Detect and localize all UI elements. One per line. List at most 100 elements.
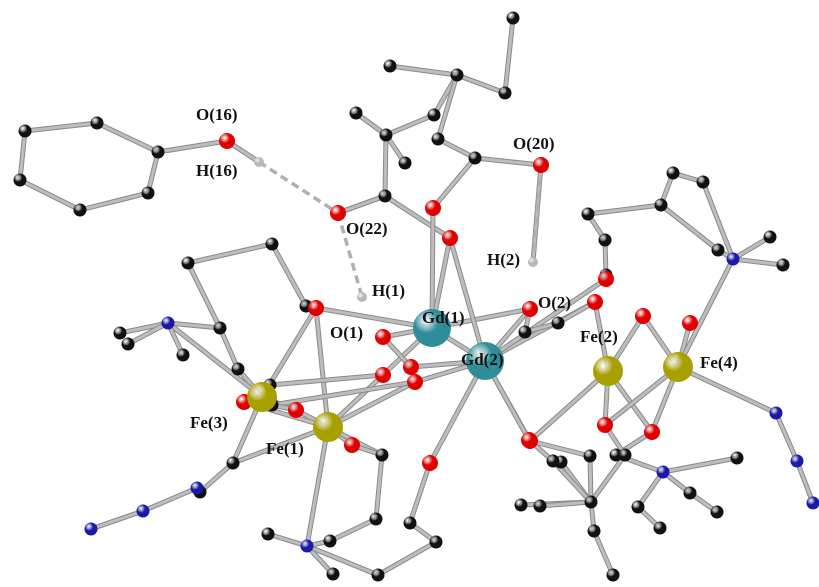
label-gd2: Gd(2) (461, 350, 504, 369)
bond (270, 242, 308, 308)
bond (198, 461, 235, 494)
atom-n (656, 465, 670, 479)
atom-h (357, 292, 367, 302)
bond (18, 178, 82, 212)
atom-h (254, 157, 264, 167)
atom-n (806, 496, 819, 510)
bond (731, 257, 785, 267)
atom-o (219, 133, 235, 149)
bond (731, 235, 772, 261)
bond (538, 500, 593, 508)
atom-c (533, 499, 547, 513)
hydrogen-bond (531, 164, 543, 263)
label-o2: O(2) (538, 293, 571, 312)
atom-fe (313, 412, 343, 442)
hydrogen-bond (258, 160, 339, 215)
bond (676, 257, 735, 369)
bond (166, 321, 264, 399)
bond (270, 380, 417, 407)
atom-c (506, 11, 520, 25)
atom-o (521, 432, 537, 448)
bond (305, 425, 330, 548)
bond (436, 137, 477, 160)
bond (448, 236, 487, 363)
atom-n (84, 522, 98, 536)
atom-c (379, 128, 393, 142)
atom-c (581, 207, 595, 221)
bond (186, 242, 274, 265)
label-fe2: Fe(2) (580, 327, 618, 346)
bond (305, 544, 380, 577)
atom-c (653, 521, 667, 535)
atom-c (213, 321, 227, 335)
bond (659, 203, 720, 252)
bond (774, 411, 799, 463)
atom-c (176, 348, 190, 362)
bond (95, 121, 160, 154)
bond (266, 532, 309, 548)
atom-c (403, 516, 417, 530)
atom-c (584, 495, 598, 509)
atom-c (666, 166, 680, 180)
bond (473, 156, 543, 167)
atom-c (431, 132, 445, 146)
bond (589, 453, 627, 504)
atom-n (726, 252, 740, 266)
atom-c (181, 256, 195, 270)
bond (126, 321, 170, 346)
atom-c (378, 189, 392, 203)
bond (268, 373, 385, 387)
atom-c (371, 568, 385, 582)
atom-c (710, 505, 724, 519)
atom-c (113, 326, 127, 340)
atom-o (533, 157, 549, 173)
label-o20: O(20) (513, 134, 555, 153)
atom-c (654, 198, 668, 212)
bond (588, 454, 593, 504)
bond (326, 380, 417, 429)
bond (795, 459, 815, 505)
bond (383, 133, 388, 198)
atom-c (730, 451, 744, 465)
atom-c (375, 448, 389, 462)
atom-fe (593, 356, 623, 386)
atom-c (683, 486, 697, 500)
atom-c (427, 108, 441, 122)
label-o1: O(1) (330, 323, 363, 342)
atom-c (546, 454, 560, 468)
bond (388, 64, 459, 77)
atom-c (326, 567, 340, 581)
atom-o (587, 294, 603, 310)
atom-o (344, 437, 360, 453)
bond (156, 139, 229, 154)
atom-c (226, 456, 240, 470)
atom-o (442, 230, 458, 246)
atom-c (598, 233, 612, 247)
label-fe1: Fe(1) (266, 439, 304, 458)
atom-o (288, 402, 304, 418)
atom-c (261, 527, 275, 541)
label-o22: O(22) (346, 219, 388, 238)
bond (431, 156, 477, 210)
bond (186, 261, 222, 330)
atom-c (231, 362, 245, 376)
bond (374, 453, 384, 521)
bond (428, 359, 487, 465)
bond (483, 277, 608, 363)
atom-c (606, 568, 620, 582)
atom-c (429, 535, 443, 549)
atom-gd (413, 309, 451, 347)
atom-o (375, 329, 391, 345)
atom-o (598, 271, 614, 287)
label-h16: H(16) (196, 161, 238, 180)
atom-o (522, 301, 538, 317)
bond (336, 194, 387, 215)
hydrogen-bond (336, 212, 364, 298)
atom-c (141, 186, 155, 200)
bond (528, 439, 592, 458)
atom-c (631, 500, 645, 514)
atom-c (323, 534, 337, 548)
bond (328, 517, 378, 543)
atom-fe (247, 382, 277, 412)
